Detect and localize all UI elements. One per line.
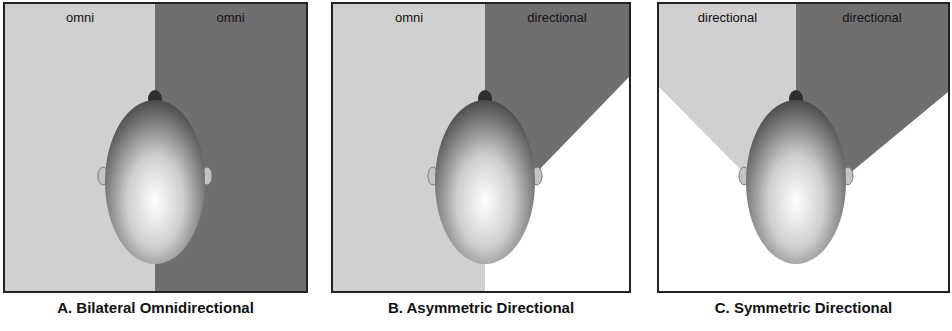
region-label: directional bbox=[485, 10, 629, 25]
region-label: directional bbox=[796, 10, 948, 25]
head-b bbox=[428, 90, 542, 264]
region-label: omni bbox=[333, 10, 485, 25]
region-label: omni bbox=[5, 10, 155, 25]
region-label: omni bbox=[155, 10, 306, 25]
panel-caption: A. Bilateral Omnidirectional bbox=[3, 299, 308, 316]
head-c bbox=[739, 90, 853, 264]
head-a bbox=[98, 90, 212, 264]
region-label: directional bbox=[659, 10, 796, 25]
panel-caption: B. Asymmetric Directional bbox=[331, 299, 631, 316]
panel-caption: C. Symmetric Directional bbox=[657, 299, 950, 316]
